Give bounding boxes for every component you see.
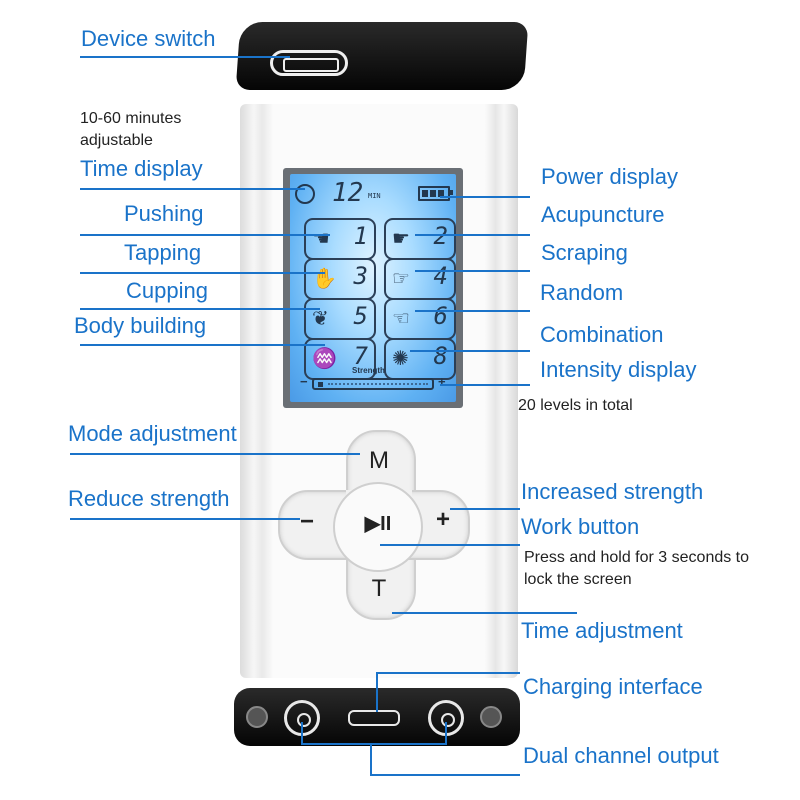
line-output-right-v	[445, 722, 447, 744]
mode-6-random: ☜ 6	[384, 298, 456, 340]
note-lock-screen: Press and hold for 3 seconds to lock the…	[524, 549, 750, 588]
line-output-left-v	[301, 722, 303, 744]
line-time-adjustment	[392, 612, 577, 614]
cupping-icon: ❦	[312, 308, 329, 330]
note-levels: 20 levels in total	[518, 397, 633, 414]
hand-acupuncture-icon: ☛	[392, 228, 410, 250]
label-mode-adjustment: Mode adjustment	[68, 421, 237, 446]
lcd-screen: 12 MIN ☚ 1 ☛ 2 ✋ 3 ☞ 4 ❦ 5 ☜ 6 ♒ 7 ✺ 8 S…	[290, 174, 456, 402]
combination-icon: ✺	[392, 348, 409, 370]
mode-5-cupping: ❦ 5	[304, 298, 376, 340]
strength-level-fill	[318, 382, 323, 387]
label-scraping: Scraping	[541, 240, 628, 265]
screw-right-icon	[480, 706, 502, 728]
strength-minus: −	[300, 374, 308, 389]
label-combination: Combination	[540, 322, 664, 347]
mode-key[interactable]: M	[369, 447, 389, 474]
plus-key[interactable]: +	[435, 506, 450, 533]
label-random: Random	[540, 280, 624, 305]
line-output-h	[301, 743, 447, 745]
mode-3-tapping: ✋ 3	[304, 258, 376, 300]
label-device-switch: Device switch	[81, 26, 216, 51]
label-tapping: Tapping	[124, 240, 202, 265]
line-reduce-strength	[70, 518, 300, 520]
hand-tapping-icon: ✋	[312, 268, 337, 290]
line-pushing	[80, 234, 330, 236]
label-cupping: Cupping	[126, 278, 208, 303]
line-random	[415, 310, 530, 312]
label-increased-strength: Increased strength	[521, 479, 704, 504]
strength-bar	[312, 378, 434, 390]
line-cupping	[80, 308, 320, 310]
mode-4-scraping: ☞ 4	[384, 258, 456, 300]
time-key[interactable]: T	[371, 575, 387, 602]
line-time-display	[80, 188, 305, 190]
line-charging-v	[376, 672, 378, 712]
note-time-range: 10-60 minutes adjustable	[80, 110, 182, 149]
line-work-button	[380, 544, 520, 546]
label-power-display: Power display	[541, 164, 678, 189]
minus-key[interactable]: −	[299, 508, 314, 535]
line-scraping	[415, 270, 530, 272]
work-button[interactable]	[333, 482, 423, 572]
strength-label: Strength	[352, 366, 385, 375]
line-acupuncture	[415, 234, 530, 236]
line-intensity	[440, 384, 530, 386]
line-power-display	[440, 196, 530, 198]
label-acupuncture: Acupuncture	[541, 202, 665, 227]
label-time-display: Time display	[80, 156, 203, 181]
random-icon: ☜	[392, 308, 410, 330]
line-charging-h	[376, 672, 520, 674]
line-body-building	[80, 344, 325, 346]
clock-icon	[295, 184, 315, 204]
charging-port[interactable]	[348, 710, 400, 726]
label-intensity-display: Intensity display	[540, 357, 697, 382]
line-output-stem	[370, 743, 372, 775]
line-output-to-label	[370, 774, 520, 776]
label-dual-channel-output: Dual channel output	[523, 743, 719, 768]
label-body-building: Body building	[74, 313, 207, 338]
line-mode-adjustment	[70, 453, 360, 455]
hand-scraping-icon: ☞	[392, 268, 410, 290]
line-increased-strength	[450, 508, 520, 510]
mode-1-pushing: ☚ 1	[304, 218, 376, 260]
hand-pushing-icon: ☚	[312, 228, 330, 250]
label-work-button: Work button	[521, 514, 640, 539]
line-combination	[410, 350, 530, 352]
label-charging-interface: Charging interface	[523, 674, 703, 699]
line-device-switch	[80, 56, 290, 58]
screw-left-icon	[246, 706, 268, 728]
timer-unit: MIN	[368, 192, 381, 200]
label-reduce-strength: Reduce strength	[68, 486, 230, 511]
label-pushing: Pushing	[124, 201, 204, 226]
body-building-icon: ♒	[312, 348, 337, 370]
device-switch[interactable]	[270, 50, 348, 76]
battery-icon	[418, 186, 453, 201]
timer-value: 12	[332, 178, 364, 208]
line-tapping	[80, 272, 325, 274]
mode-2-acupuncture: ☛ 2	[384, 218, 456, 260]
strength-plus: +	[438, 374, 446, 389]
play-pause-key[interactable]: ▶II	[364, 513, 392, 535]
label-time-adjustment: Time adjustment	[521, 618, 683, 643]
